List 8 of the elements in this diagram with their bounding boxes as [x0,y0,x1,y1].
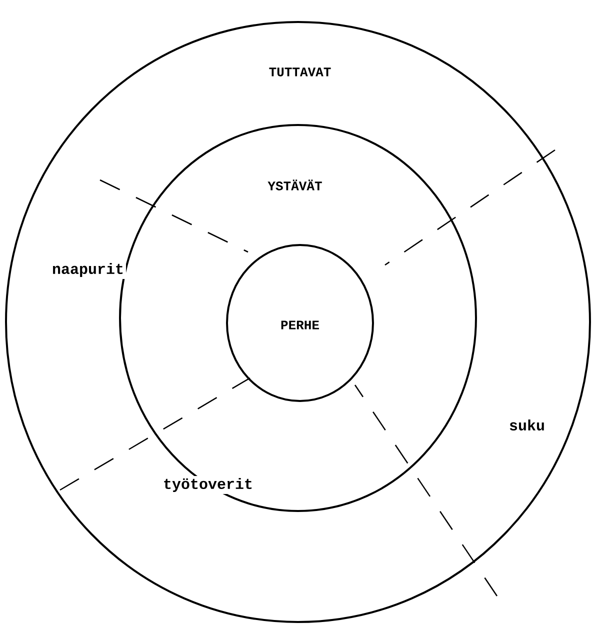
ring-label: työtoverit [161,476,255,494]
circle-label: YSTÄVÄT [266,178,324,192]
circle [5,21,591,623]
circle-label: PERHE [278,318,322,332]
ring-label: suku [507,418,547,432]
circle [226,244,374,402]
ring-label: naapurit [50,261,126,279]
circle-label: TUTTAVAT [266,66,334,78]
